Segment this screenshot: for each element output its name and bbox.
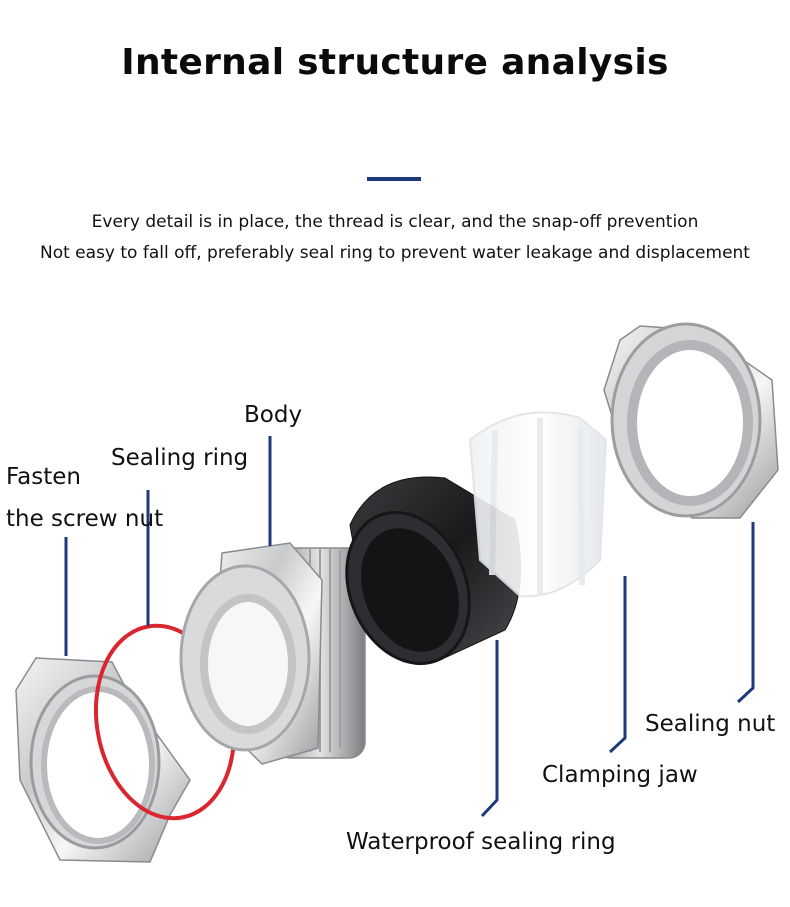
body-part xyxy=(179,542,366,765)
waterproof-sealing-ring-part xyxy=(345,476,522,666)
title-underline xyxy=(367,177,421,181)
label-sealing-nut: Sealing nut xyxy=(645,711,776,737)
label-body: Body xyxy=(244,402,303,428)
clamping-jaw-part xyxy=(468,411,608,598)
label-clamping-jaw: Clamping jaw xyxy=(542,762,698,788)
description-line-2: Not easy to fall off, preferably seal ri… xyxy=(40,243,750,263)
leader-line-sealing-nut xyxy=(736,522,755,704)
leader-lines xyxy=(64,436,755,818)
sealing-nut-part xyxy=(603,322,779,519)
label-sealing-ring: Sealing ring xyxy=(111,445,249,471)
label-waterproof-sealing-ring: Waterproof sealing ring xyxy=(346,829,616,855)
label-fasten-line-1: Fasten xyxy=(6,464,81,490)
page-title: Internal structure analysis xyxy=(121,42,669,83)
leader-line-waterproof-ring xyxy=(480,640,499,818)
leader-line-clamping-jaw xyxy=(608,576,627,754)
label-fasten-line-2: the screw nut xyxy=(6,506,164,532)
fasten-screw-nut-part xyxy=(15,657,191,863)
description-line-1: Every detail is in place, the thread is … xyxy=(91,212,699,232)
